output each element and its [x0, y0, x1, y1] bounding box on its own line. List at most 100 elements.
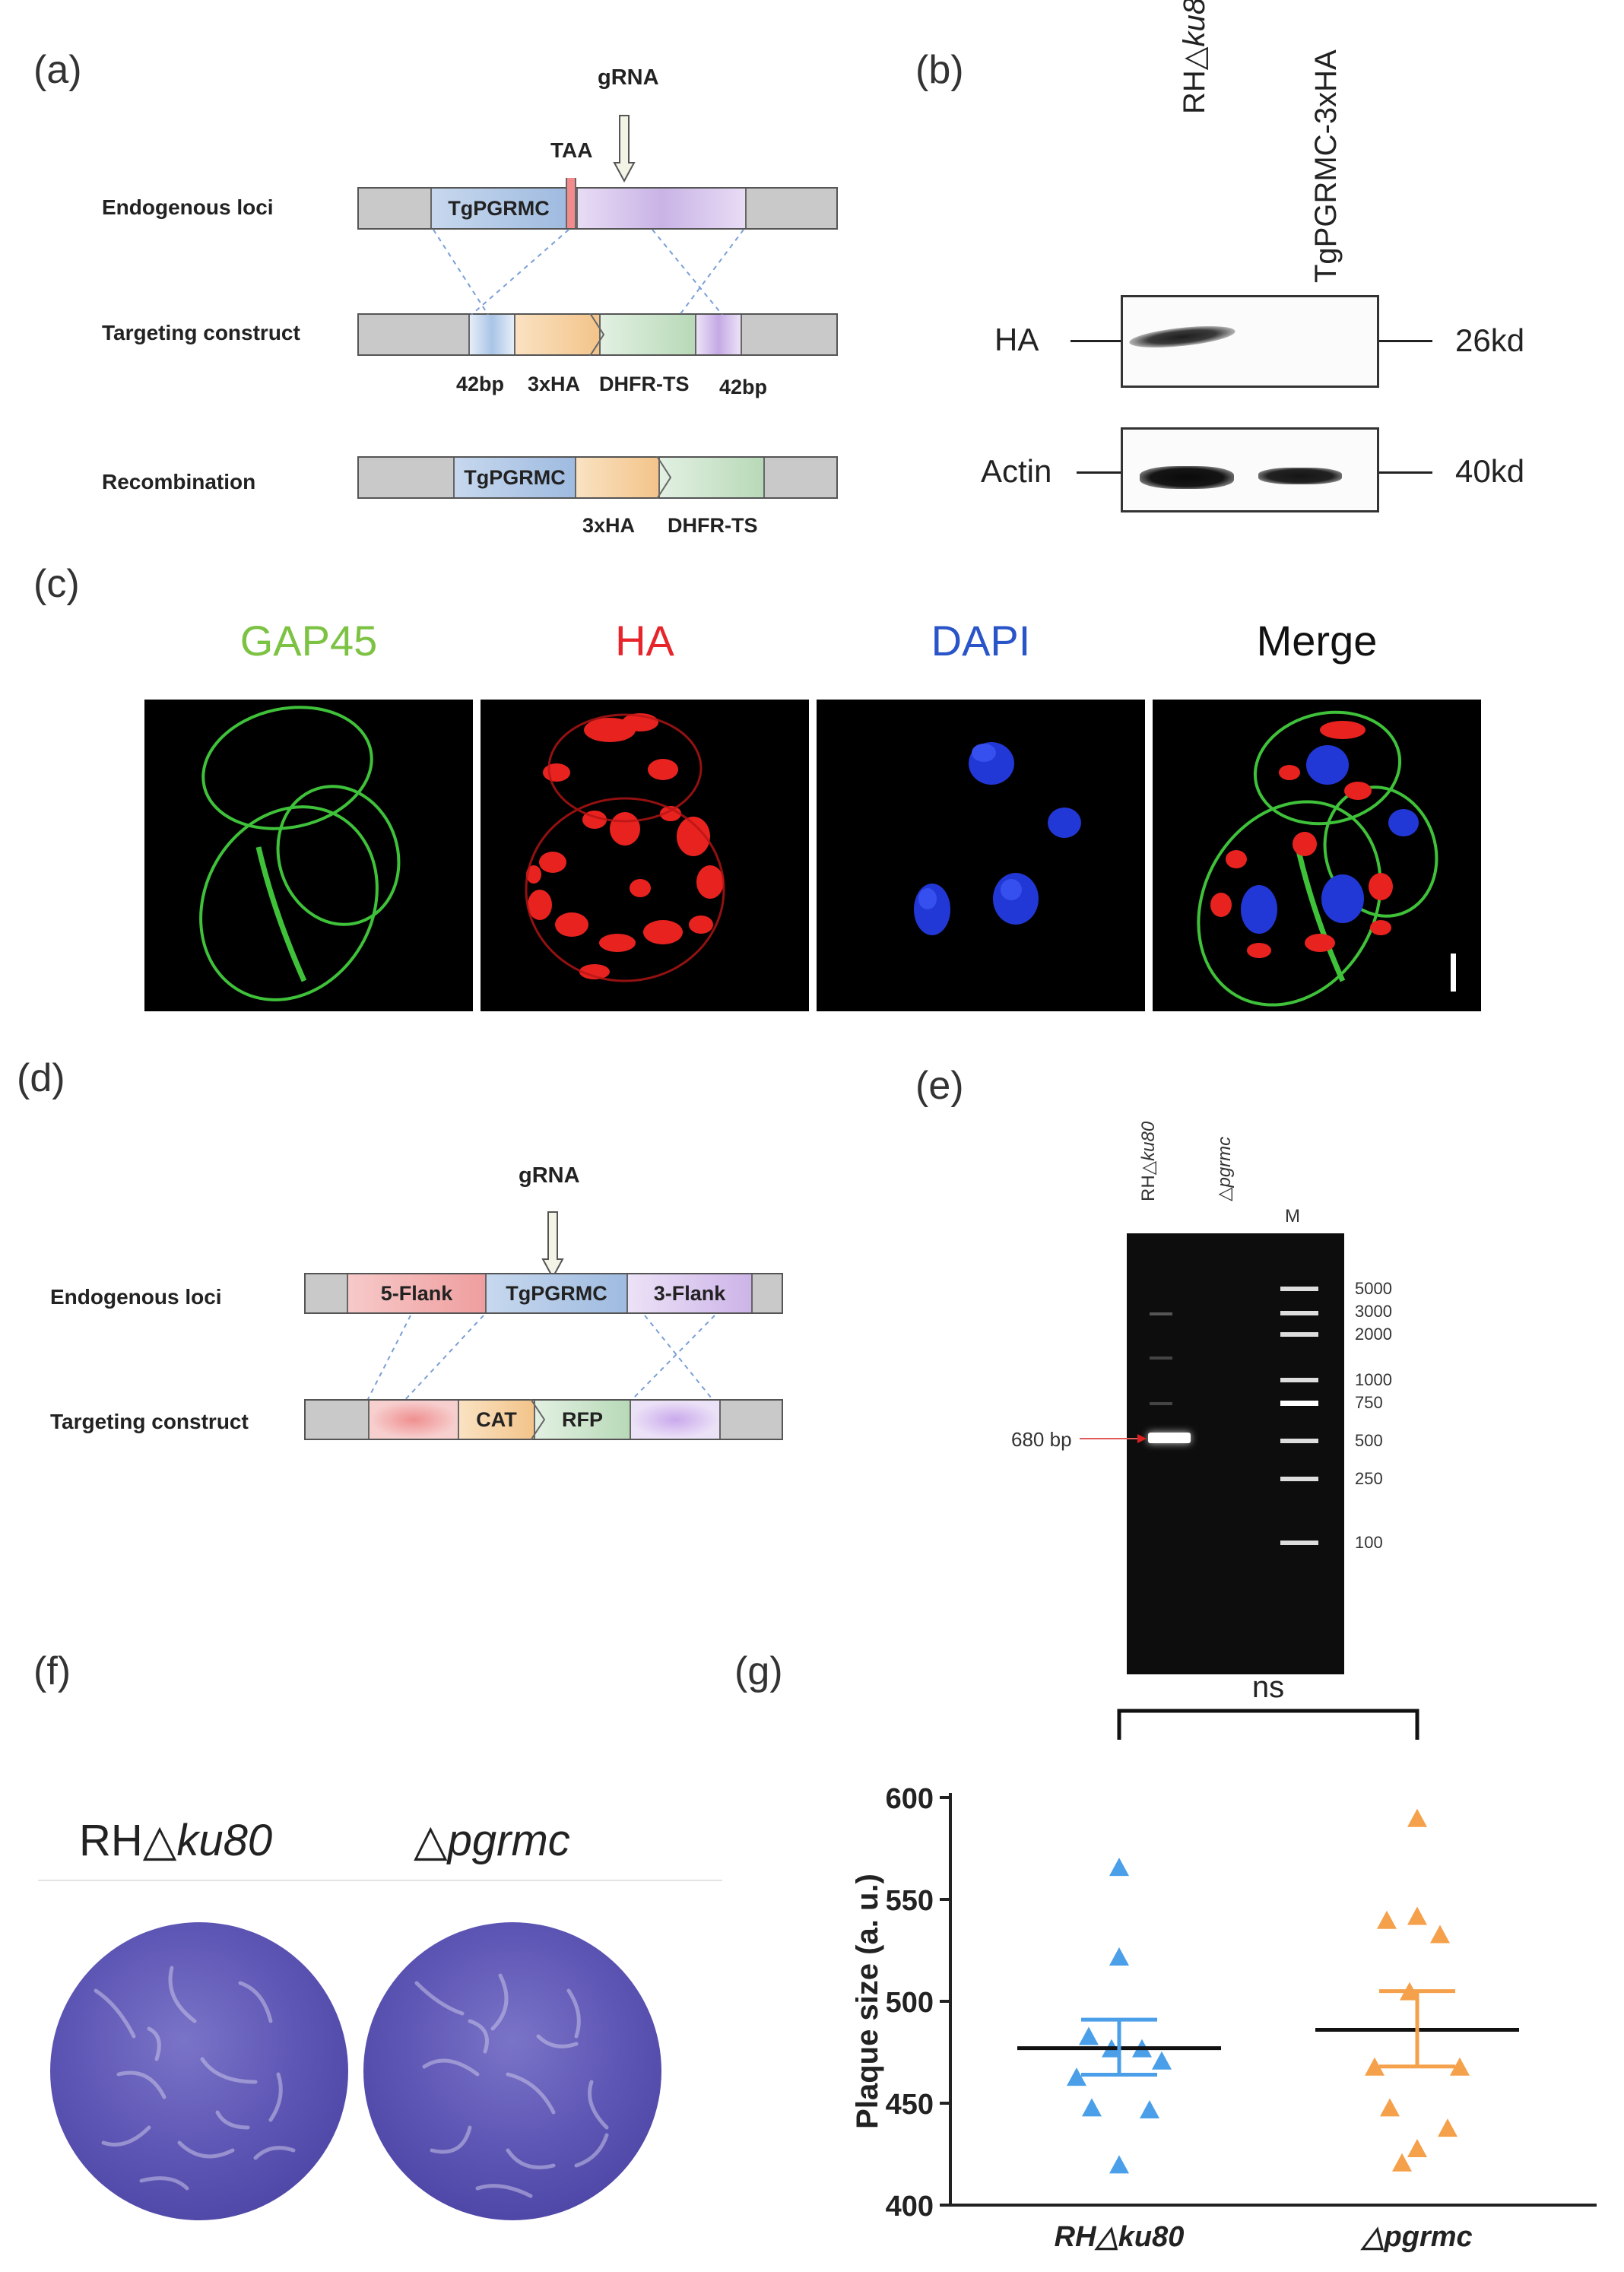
- recombination-label: Recombination: [102, 470, 256, 493]
- 42bp-right-label: 42bp: [719, 376, 768, 398]
- significance-bracket: [1117, 1709, 1419, 1740]
- endogenous-loci-label-a: Endogenous loci: [102, 195, 274, 219]
- plate-label-rh-ku80: RH△ku80: [79, 1816, 273, 1865]
- ha-marker-line-right: [1379, 340, 1432, 342]
- marker-band-250: [1280, 1477, 1318, 1481]
- data-point-1-3: [1430, 1925, 1450, 1944]
- y-tick-label-500: 500: [886, 1987, 934, 2019]
- 680bp-pointer-arrow: [1080, 1434, 1147, 1443]
- lane-label-ku80: ku80: [1178, 0, 1211, 47]
- 42bp-left-label: 42bp: [456, 373, 505, 395]
- actin-band-lane1: [1140, 466, 1234, 489]
- construct-junction-chevron: [589, 313, 605, 356]
- taa-label: TAA: [550, 138, 593, 162]
- 3xha-segment-recomb: [575, 458, 658, 497]
- actin-size-label: 40kd: [1455, 453, 1525, 489]
- gel-faint-band-3: [1150, 1402, 1172, 1405]
- data-point-1-2: [1377, 1910, 1397, 1929]
- panel-label-g: (g): [734, 1649, 783, 1693]
- gel-lane-label-pgrmc: △pgrmc: [1214, 1136, 1235, 1201]
- tgpgrmc-segment-recomb: TgPGRMC: [453, 458, 575, 497]
- gel-faint-band-2: [1150, 1357, 1172, 1360]
- actin-band-lane2: [1258, 468, 1342, 484]
- taa-stop-segment: [566, 178, 576, 228]
- marker-size-250: 250: [1355, 1469, 1383, 1488]
- ha-size-label: 26kd: [1455, 322, 1525, 358]
- deletion-dashed-lines: [366, 1315, 715, 1403]
- recombination-dashed-lines: [433, 229, 744, 316]
- micro-title-dapi: DAPI: [931, 617, 1031, 665]
- micro-title-gap45: GAP45: [239, 617, 378, 665]
- 680bp-label: 680 bp: [1011, 1428, 1072, 1451]
- marker-size-1000: 1000: [1355, 1370, 1392, 1389]
- rfp-segment: RFP: [534, 1401, 630, 1439]
- grna-label: gRNA: [598, 65, 659, 90]
- data-point-0-7: [1082, 2098, 1102, 2117]
- marker-band-3000: [1280, 1311, 1318, 1315]
- targeting-construct-label-d: Targeting construct: [50, 1410, 249, 1433]
- data-point-0-0: [1109, 1858, 1129, 1877]
- data-point-0-6: [1067, 2067, 1086, 2086]
- data-point-0-1: [1109, 1947, 1129, 1966]
- y-tick-label-400: 400: [886, 2191, 934, 2223]
- plate-label-pgrmc-text: pgrmc: [447, 1816, 570, 1865]
- 3xha-label-a: 3xHA: [528, 373, 581, 395]
- panel-label-f: (f): [33, 1649, 71, 1693]
- actin-marker-line-right: [1379, 471, 1432, 474]
- ha-band: [1128, 322, 1236, 352]
- marker-band-2000: [1280, 1332, 1318, 1337]
- cat-junction-chevron: [530, 1399, 546, 1440]
- 3xha-segment: [514, 315, 599, 354]
- homology-left-segment: [468, 315, 514, 354]
- y-tick-label-550: 550: [886, 1885, 934, 1917]
- micro-image-ha: [481, 700, 809, 1011]
- micro-image-gap45: [144, 700, 473, 1011]
- panel-label-d: (d): [17, 1056, 65, 1100]
- panel-label-c: (c): [33, 562, 80, 606]
- micro-image-dapi: [817, 700, 1145, 1011]
- dhfr-segment: [599, 315, 695, 354]
- ha-blot-label: HA: [994, 322, 1039, 357]
- tgpgrmc-segment: TgPGRMC: [430, 189, 566, 228]
- targeting-construct-bar-d: CAT RFP: [304, 1399, 783, 1440]
- micro-image-merge: [1153, 700, 1481, 1011]
- plate-label-pgrmc: △pgrmc: [414, 1816, 570, 1865]
- micro-title-ha: HA: [615, 617, 674, 665]
- gel-lane-label-ku80: ku80: [1138, 1121, 1159, 1161]
- recombination-bar: TgPGRMC: [357, 456, 838, 499]
- 3xha-label-recomb: 3xHA: [582, 514, 636, 537]
- x-category-label-0: RH△ku80: [1055, 2221, 1185, 2253]
- significance-label: ns: [1252, 1673, 1284, 1704]
- plate-label-rh: RH: [79, 1816, 143, 1865]
- ha-blot: [1121, 295, 1379, 388]
- dhfr-segment-recomb: [658, 458, 765, 497]
- y-tick-label-450: 450: [886, 2089, 934, 2121]
- marker-size-3000: 3000: [1355, 1302, 1392, 1321]
- 5-flank-segment: 5-Flank: [347, 1274, 485, 1312]
- data-point-1-1: [1407, 1906, 1427, 1925]
- endogenous-loci-label-d: Endogenous loci: [50, 1285, 222, 1309]
- data-point-0-2: [1079, 2026, 1099, 2045]
- dhfr-label-recomb: DHFR-TS: [668, 514, 758, 537]
- lane-label-tgpgrmc-3xha: TgPGRMC-3xHA: [1309, 49, 1343, 283]
- marker-band-100: [1280, 1541, 1318, 1545]
- recomb-junction-chevron: [656, 456, 672, 499]
- scale-bar: [1451, 954, 1456, 992]
- tgpgrmc-segment-d: TgPGRMC: [485, 1274, 626, 1312]
- marker-size-500: 500: [1355, 1431, 1383, 1450]
- ha-marker-line-left: [1071, 340, 1121, 342]
- endogenous-loci-bar-a: TgPGRMC: [357, 178, 838, 230]
- data-point-1-5: [1450, 2057, 1470, 2076]
- lane-label-rh-ku80: RH△ku80: [1177, 0, 1212, 114]
- y-tick-label-600: 600: [886, 1783, 934, 1815]
- targeting-construct-bar-a: [357, 313, 838, 356]
- gel-lane-label-rh-ku80: RH△ku80: [1138, 1121, 1159, 1201]
- grna-arrow-icon-d: [541, 1211, 564, 1280]
- data-point-1-0: [1407, 1808, 1427, 1827]
- data-point-0-5: [1152, 2051, 1172, 2070]
- lane-label-rh-prefix: RH: [1178, 70, 1211, 114]
- x-category-label-1: △pgrmc: [1359, 2221, 1472, 2253]
- panel-label-b: (b): [915, 48, 964, 92]
- cat-segment: CAT: [458, 1401, 534, 1439]
